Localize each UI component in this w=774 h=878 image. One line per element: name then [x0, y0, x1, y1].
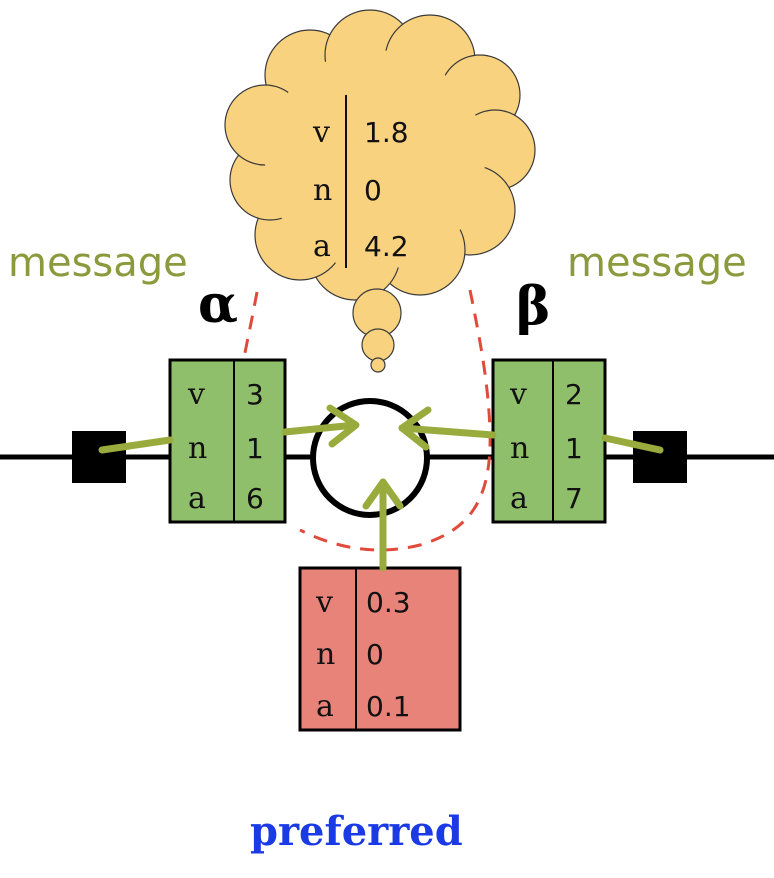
beta-val-a: 7 [565, 482, 583, 515]
thought-key-n: n [313, 173, 332, 208]
arrowhead-beta [398, 406, 432, 451]
arrow-alpha-to-factor [281, 421, 359, 436]
preferred-val-n: 0 [366, 638, 384, 671]
thought-key-a: a [313, 229, 331, 264]
message-right-label: message [567, 240, 747, 286]
right-variable-node [633, 431, 687, 483]
beta-val-n: 1 [565, 432, 583, 465]
preferred-key-a: a [316, 689, 334, 724]
preferred-label: preferred [250, 808, 463, 855]
beta-val-v: 2 [565, 378, 583, 411]
arrow-beta-to-factor [398, 424, 497, 439]
beta-key-n: n [510, 431, 529, 466]
alpha-val-v: 3 [246, 378, 264, 411]
left-variable-node [72, 431, 126, 483]
thought-val-a: 4.2 [364, 230, 409, 263]
thought-val-n: 0 [364, 174, 382, 207]
arrowhead-alpha [326, 404, 360, 448]
beta-key-v: v [509, 377, 527, 412]
beta-label: β [516, 276, 551, 337]
thought-key-v: v [312, 115, 330, 150]
alpha-table [168, 358, 287, 524]
message-left-label: message [8, 240, 188, 286]
alpha-key-n: n [188, 431, 207, 466]
thought-cloud [224, 9, 536, 373]
beta-key-a: a [510, 481, 528, 516]
beta-table [491, 358, 607, 524]
alpha-key-a: a [188, 481, 206, 516]
message-arrows [98, 404, 664, 572]
alpha-label: α [198, 274, 238, 335]
arrow-left-in [98, 436, 174, 454]
alpha-key-v: v [187, 377, 205, 412]
preferred-key-n: n [316, 637, 335, 672]
preferred-key-v: v [315, 585, 333, 620]
alpha-val-a: 6 [246, 482, 264, 515]
preferred-val-a: 0.1 [366, 690, 411, 723]
arrow-right-in [601, 434, 664, 454]
arrowhead-preferred [362, 478, 404, 510]
thought-val-v: 1.8 [364, 116, 409, 149]
alpha-val-n: 1 [246, 432, 264, 465]
preferred-val-v: 0.3 [366, 586, 411, 619]
